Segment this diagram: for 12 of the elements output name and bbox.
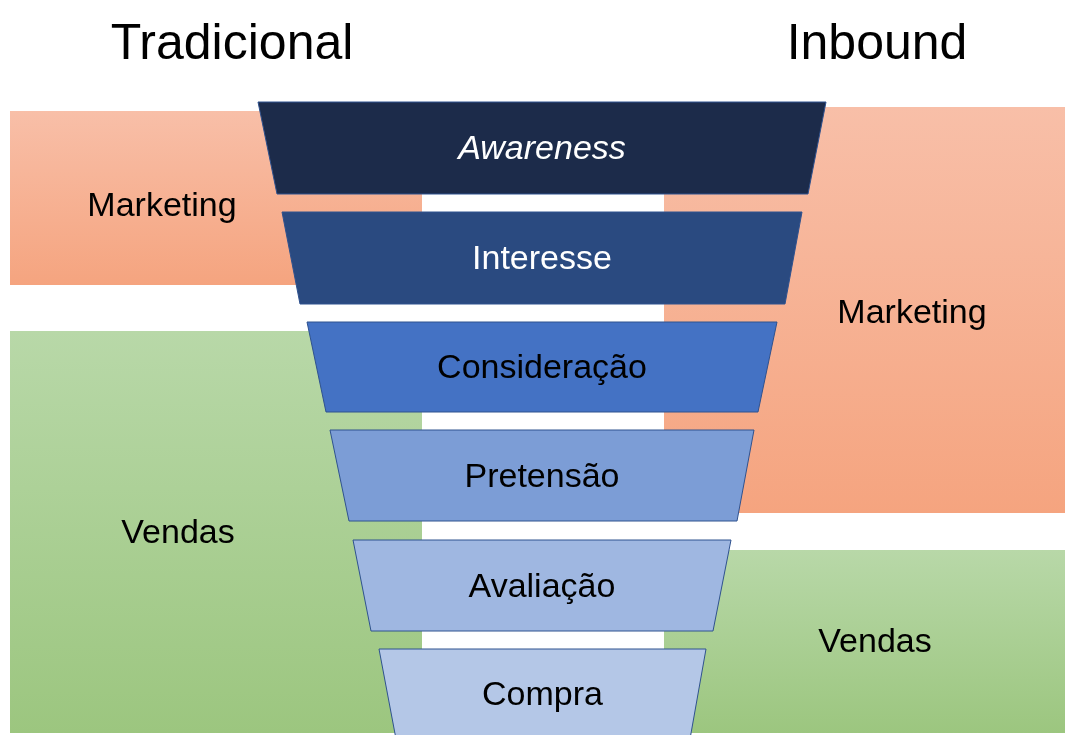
- stage-label: Compra: [482, 675, 603, 713]
- stage-label: Awareness: [458, 129, 626, 167]
- column-heading: Tradicional: [110, 14, 354, 70]
- stage-label: Interesse: [472, 239, 612, 277]
- stage-label: Consideração: [437, 348, 647, 386]
- column-heading: Inbound: [786, 14, 968, 70]
- band-label: Vendas: [121, 513, 235, 551]
- band-label: Vendas: [818, 622, 932, 660]
- stage-label: Pretensão: [464, 456, 620, 495]
- band-label: Marketing: [837, 293, 987, 331]
- stage-label: Avaliação: [468, 566, 616, 605]
- band-label: Marketing: [87, 186, 237, 224]
